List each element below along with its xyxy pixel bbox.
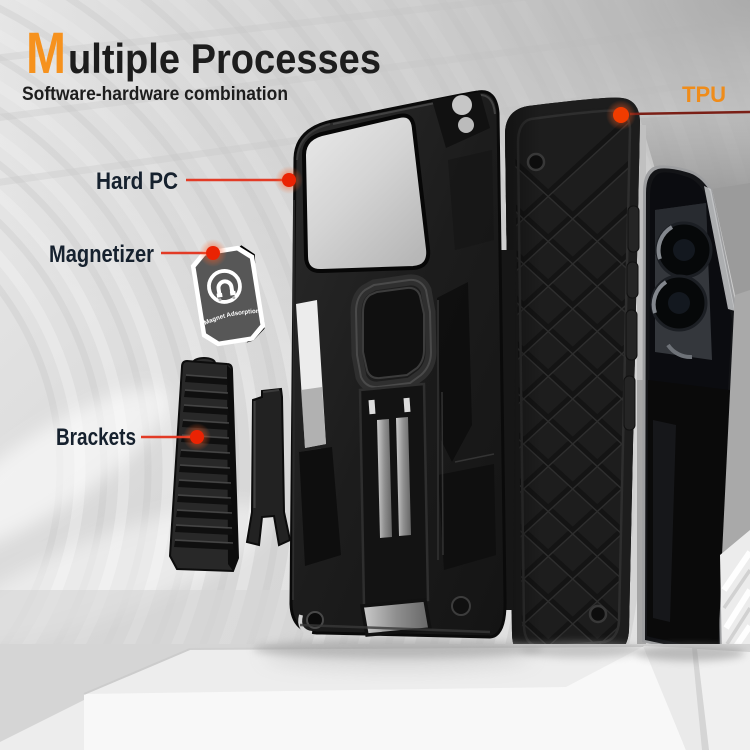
svg-text:Software-hardware combination: Software-hardware combination	[22, 83, 288, 105]
svg-text:Brackets: Brackets	[56, 424, 136, 451]
svg-text:M: M	[26, 21, 66, 86]
svg-text:Magnetizer: Magnetizer	[49, 241, 154, 268]
svg-text:ultiple Processes: ultiple Processes	[68, 35, 381, 82]
svg-text:TPU: TPU	[682, 82, 726, 107]
svg-text:Hard PC: Hard PC	[96, 168, 178, 195]
